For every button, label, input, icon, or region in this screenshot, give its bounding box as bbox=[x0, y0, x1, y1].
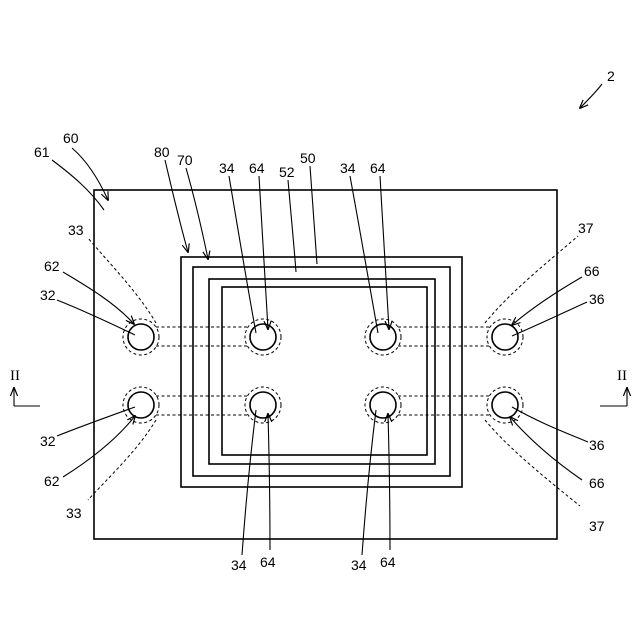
label-33-top: 33 bbox=[68, 222, 84, 238]
label-32-top: 32 bbox=[40, 287, 56, 303]
label-64-top-right: 64 bbox=[370, 160, 386, 176]
label-device: 2 bbox=[607, 68, 615, 84]
label-36-bottom: 36 bbox=[589, 437, 605, 453]
label-62-bottom: 62 bbox=[44, 473, 60, 489]
ports bbox=[123, 319, 523, 423]
label-60: 60 bbox=[63, 130, 79, 146]
leader-lines bbox=[52, 84, 602, 555]
label-34-bottom-right: 34 bbox=[351, 557, 367, 573]
label-70: 70 bbox=[177, 152, 193, 168]
reference-numerals: 2 61 60 80 70 34 64 52 50 34 64 37 33 62… bbox=[34, 68, 615, 573]
section-label-right: II bbox=[617, 368, 627, 384]
label-34-top-right: 34 bbox=[340, 160, 356, 176]
label-61: 61 bbox=[34, 144, 50, 160]
label-37-bottom: 37 bbox=[589, 518, 605, 534]
label-64-bottom-left: 64 bbox=[260, 554, 276, 570]
section-marker-left: II bbox=[10, 368, 40, 406]
label-80: 80 bbox=[154, 144, 170, 160]
label-64-bottom-right: 64 bbox=[380, 554, 396, 570]
frame-70 bbox=[193, 267, 450, 476]
label-34-top-left: 34 bbox=[219, 160, 235, 176]
label-33-bottom: 33 bbox=[66, 505, 82, 521]
label-37-top: 37 bbox=[578, 220, 594, 236]
label-34-bottom-left: 34 bbox=[231, 557, 247, 573]
label-66-top: 66 bbox=[584, 263, 600, 279]
label-52: 52 bbox=[279, 164, 295, 180]
section-label-left: II bbox=[10, 368, 20, 384]
label-50: 50 bbox=[300, 150, 316, 166]
section-marker-right: II bbox=[600, 368, 627, 406]
label-66-bottom: 66 bbox=[589, 475, 605, 491]
label-32-bottom: 32 bbox=[40, 433, 56, 449]
frame-52 bbox=[209, 279, 435, 464]
dashed-channels bbox=[88, 236, 580, 506]
label-62-top: 62 bbox=[44, 258, 60, 274]
label-64-top-left: 64 bbox=[249, 160, 265, 176]
label-36-top: 36 bbox=[589, 291, 605, 307]
frame-80 bbox=[181, 257, 462, 487]
